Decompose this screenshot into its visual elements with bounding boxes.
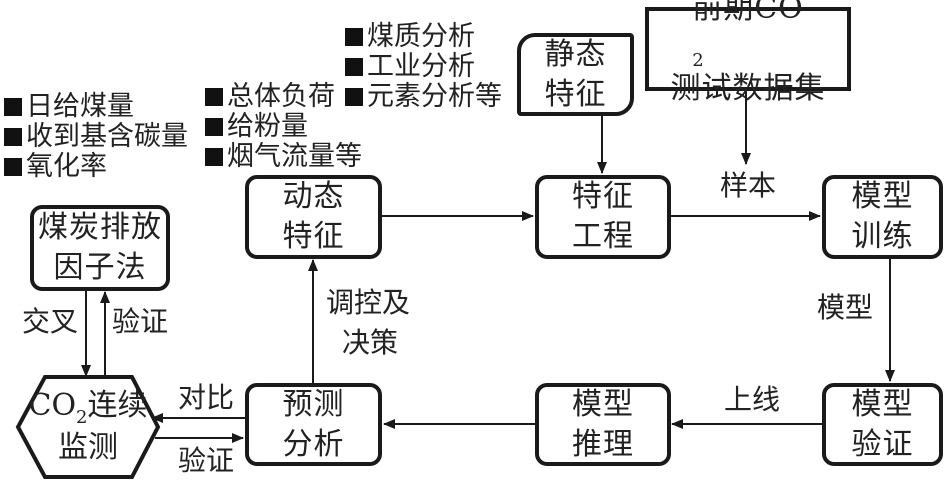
bullet-square-icon [205,118,223,136]
bullet-square-icon [205,88,223,106]
node-static-features: 静态 特征 [517,33,634,116]
node-co2-cems: CO2连续 监测 [28,388,148,465]
node-prediction-analysis: 预测 分析 [245,383,382,466]
bullet-square-icon [4,158,22,176]
bullet-square-icon [4,128,22,146]
bullet-item: 氧化率 [4,152,188,182]
edge-label-compare: 对比 [178,381,235,414]
node-model-validation: 模型 验证 [822,383,943,466]
bullet-item: 总体负荷 [205,82,362,112]
bullet-item: 日给煤量 [4,92,188,122]
bullet-square-icon [345,58,363,76]
cems-hexagon [15,375,161,479]
coal-factor-inputs: 日给煤量 收到基含碳量 氧化率 [4,92,188,182]
node-model-training: 模型 训练 [822,175,943,259]
node-coal-emission-factor: 煤炭排放 因子法 [30,205,170,291]
edge-label-verify-bottom: 验证 [178,444,235,477]
dynamic-feature-inputs: 总体负荷 给粉量 烟气流量等 [205,82,362,172]
bullet-item: 工业分析 [345,52,502,82]
bullet-square-icon [345,28,363,46]
bullet-square-icon [345,88,363,106]
bullet-item: 收到基含碳量 [4,122,188,152]
bullet-item: 烟气流量等 [205,142,362,172]
edge-label-control: 调控及 决策 [326,286,411,359]
edge-label-sample: 样本 [720,169,777,202]
static-feature-inputs: 煤质分析 工业分析 元素分析等 [345,22,502,112]
edge-label-online: 上线 [724,383,781,416]
edge-label-model: 模型 [817,291,874,324]
bullet-square-icon [4,98,22,116]
bullet-item: 煤质分析 [345,22,502,52]
bullet-item: 元素分析等 [345,82,502,112]
bullet-item: 给粉量 [205,112,362,142]
bullet-square-icon [205,148,223,166]
edge-label-cross: 交叉 [22,305,79,338]
edge-label-verify-up: 验证 [112,305,169,338]
node-model-inference: 模型 推理 [535,383,671,466]
node-dynamic-features: 动态 特征 [245,175,382,259]
node-feature-engineering: 特征 工程 [535,175,671,259]
